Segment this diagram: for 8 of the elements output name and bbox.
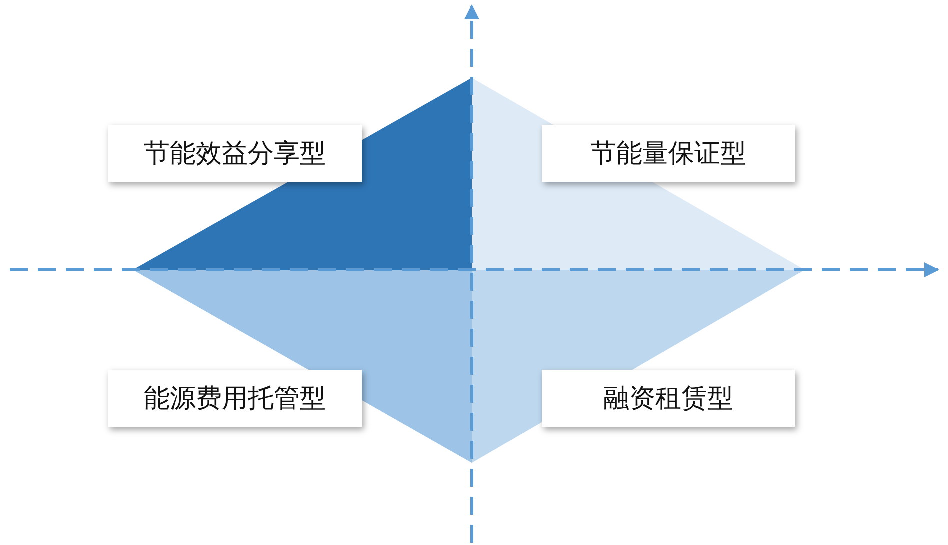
text-card <box>108 125 362 182</box>
quadrant-label: 融资租赁型 <box>604 383 734 416</box>
quadrant-label: 节能量保证型 <box>590 138 746 171</box>
text-card <box>542 370 795 427</box>
text-card <box>542 125 795 182</box>
quadrant-label: 能源费用托管型 <box>144 383 326 416</box>
quadrant-label: 节能效益分享型 <box>144 138 326 171</box>
text-card <box>108 370 362 427</box>
